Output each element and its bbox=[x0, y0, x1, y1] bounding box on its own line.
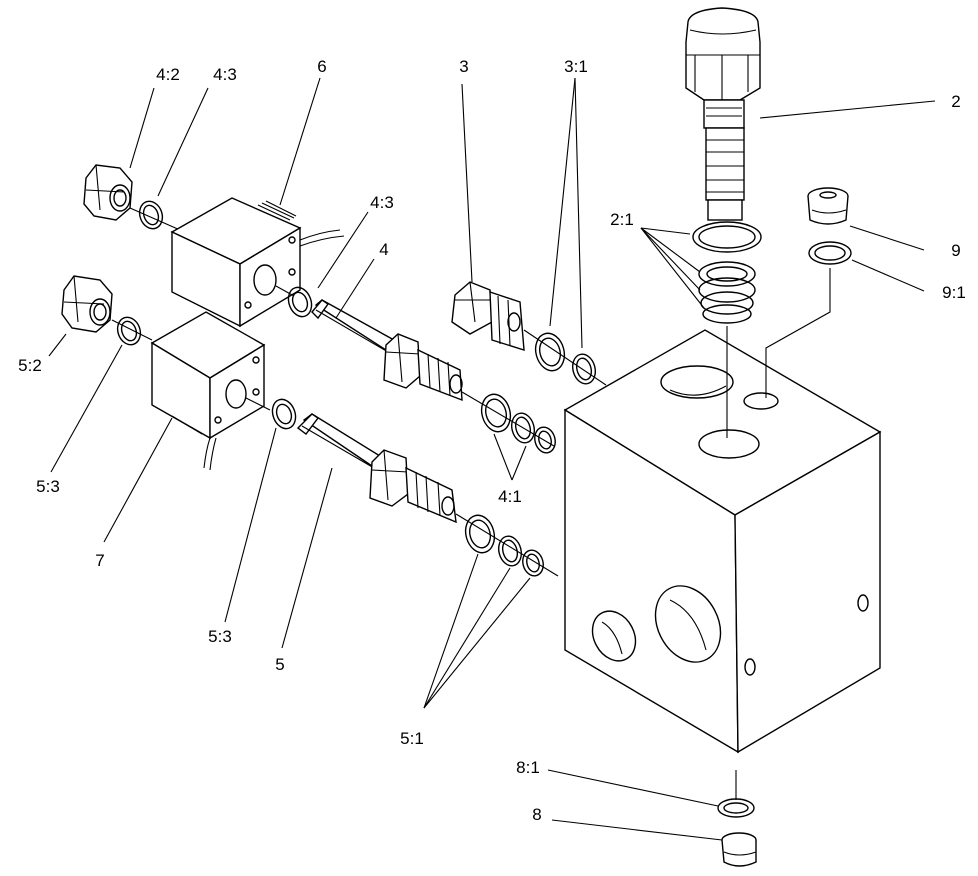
label-8-1: 8:1 bbox=[516, 758, 540, 777]
label-8: 8 bbox=[532, 805, 541, 824]
solenoid-coil-6 bbox=[170, 197, 345, 328]
label-2: 2 bbox=[951, 92, 960, 111]
manifold-block bbox=[563, 329, 882, 754]
label-5-3-left: 5:3 bbox=[36, 477, 60, 496]
label-9-1: 9:1 bbox=[942, 283, 966, 302]
nut-5-2 bbox=[61, 275, 153, 346]
check-valve-3 bbox=[451, 281, 607, 386]
callout-labels: 4:2 4:3 6 4:3 4 3 3:1 2 2:1 9 9:1 5:2 5:… bbox=[18, 57, 966, 824]
label-4: 4 bbox=[379, 240, 388, 259]
leader-lines bbox=[48, 77, 936, 841]
label-4-3-mid: 4:3 bbox=[370, 193, 394, 212]
label-5-1: 5:1 bbox=[400, 729, 424, 748]
label-5-2: 5:2 bbox=[18, 356, 42, 375]
label-5: 5 bbox=[275, 655, 284, 674]
label-3-1: 3:1 bbox=[564, 57, 588, 76]
label-4-1: 4:1 bbox=[498, 487, 522, 506]
plug-9 bbox=[765, 187, 852, 398]
label-6: 6 bbox=[317, 57, 326, 76]
plug-8 bbox=[717, 770, 757, 867]
seal-set-2-1 bbox=[692, 221, 762, 438]
solenoid-valve-4 bbox=[287, 286, 556, 454]
label-3: 3 bbox=[459, 57, 468, 76]
solenoid-valve-5 bbox=[271, 398, 559, 577]
label-2-1: 2:1 bbox=[610, 210, 634, 229]
label-4-3-top: 4:3 bbox=[213, 65, 237, 84]
nut-4-2 bbox=[83, 164, 181, 231]
label-7: 7 bbox=[95, 551, 104, 570]
label-5-3-bottom: 5:3 bbox=[208, 627, 232, 646]
label-9: 9 bbox=[951, 241, 960, 260]
cartridge-valve-2 bbox=[685, 7, 761, 221]
label-4-2: 4:2 bbox=[156, 65, 180, 84]
solenoid-coil-7 bbox=[150, 311, 271, 471]
